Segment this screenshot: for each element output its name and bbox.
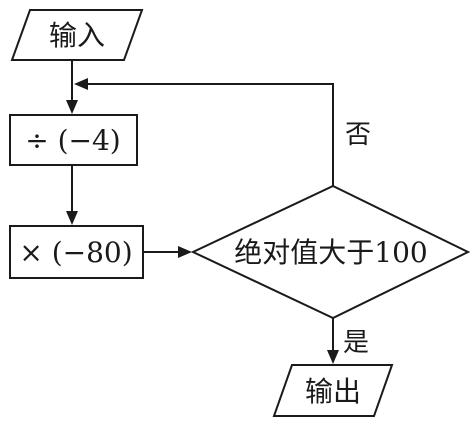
loop-connector-line <box>86 83 334 186</box>
input-node: 输入 <box>10 9 144 61</box>
arrow-divide-to-multiply <box>66 165 78 225</box>
arrow-yes: 是 <box>327 318 369 364</box>
branch-no-label: 否 <box>345 120 371 150</box>
output-parallelogram <box>272 364 394 417</box>
divide-box <box>9 114 138 166</box>
multiply-label: × (−80) <box>19 236 132 269</box>
arrowhead-down-icon <box>327 350 339 364</box>
divide-node: ÷ (−4) <box>9 114 138 166</box>
multiply-node: × (−80) <box>9 225 144 279</box>
arrow-multiply-to-decision <box>143 246 192 258</box>
decision-node: 绝对值大于100 <box>190 184 471 320</box>
branch-yes-label: 是 <box>343 328 369 358</box>
arrowhead-down-icon <box>66 100 78 114</box>
decision-label: 绝对值大于100 <box>234 236 427 269</box>
arrow-no-loop: 否 <box>74 78 371 186</box>
arrowhead-right-icon <box>178 246 192 258</box>
output-node: 输出 <box>272 364 394 417</box>
arrowhead-down-icon <box>66 211 78 225</box>
output-label: 输出 <box>305 375 361 408</box>
arrow-input-to-divide <box>66 60 78 114</box>
arrowhead-left-icon <box>74 78 88 90</box>
input-label: 输入 <box>49 19 105 52</box>
input-parallelogram <box>10 9 144 61</box>
divide-label: ÷ (−4) <box>25 124 120 157</box>
